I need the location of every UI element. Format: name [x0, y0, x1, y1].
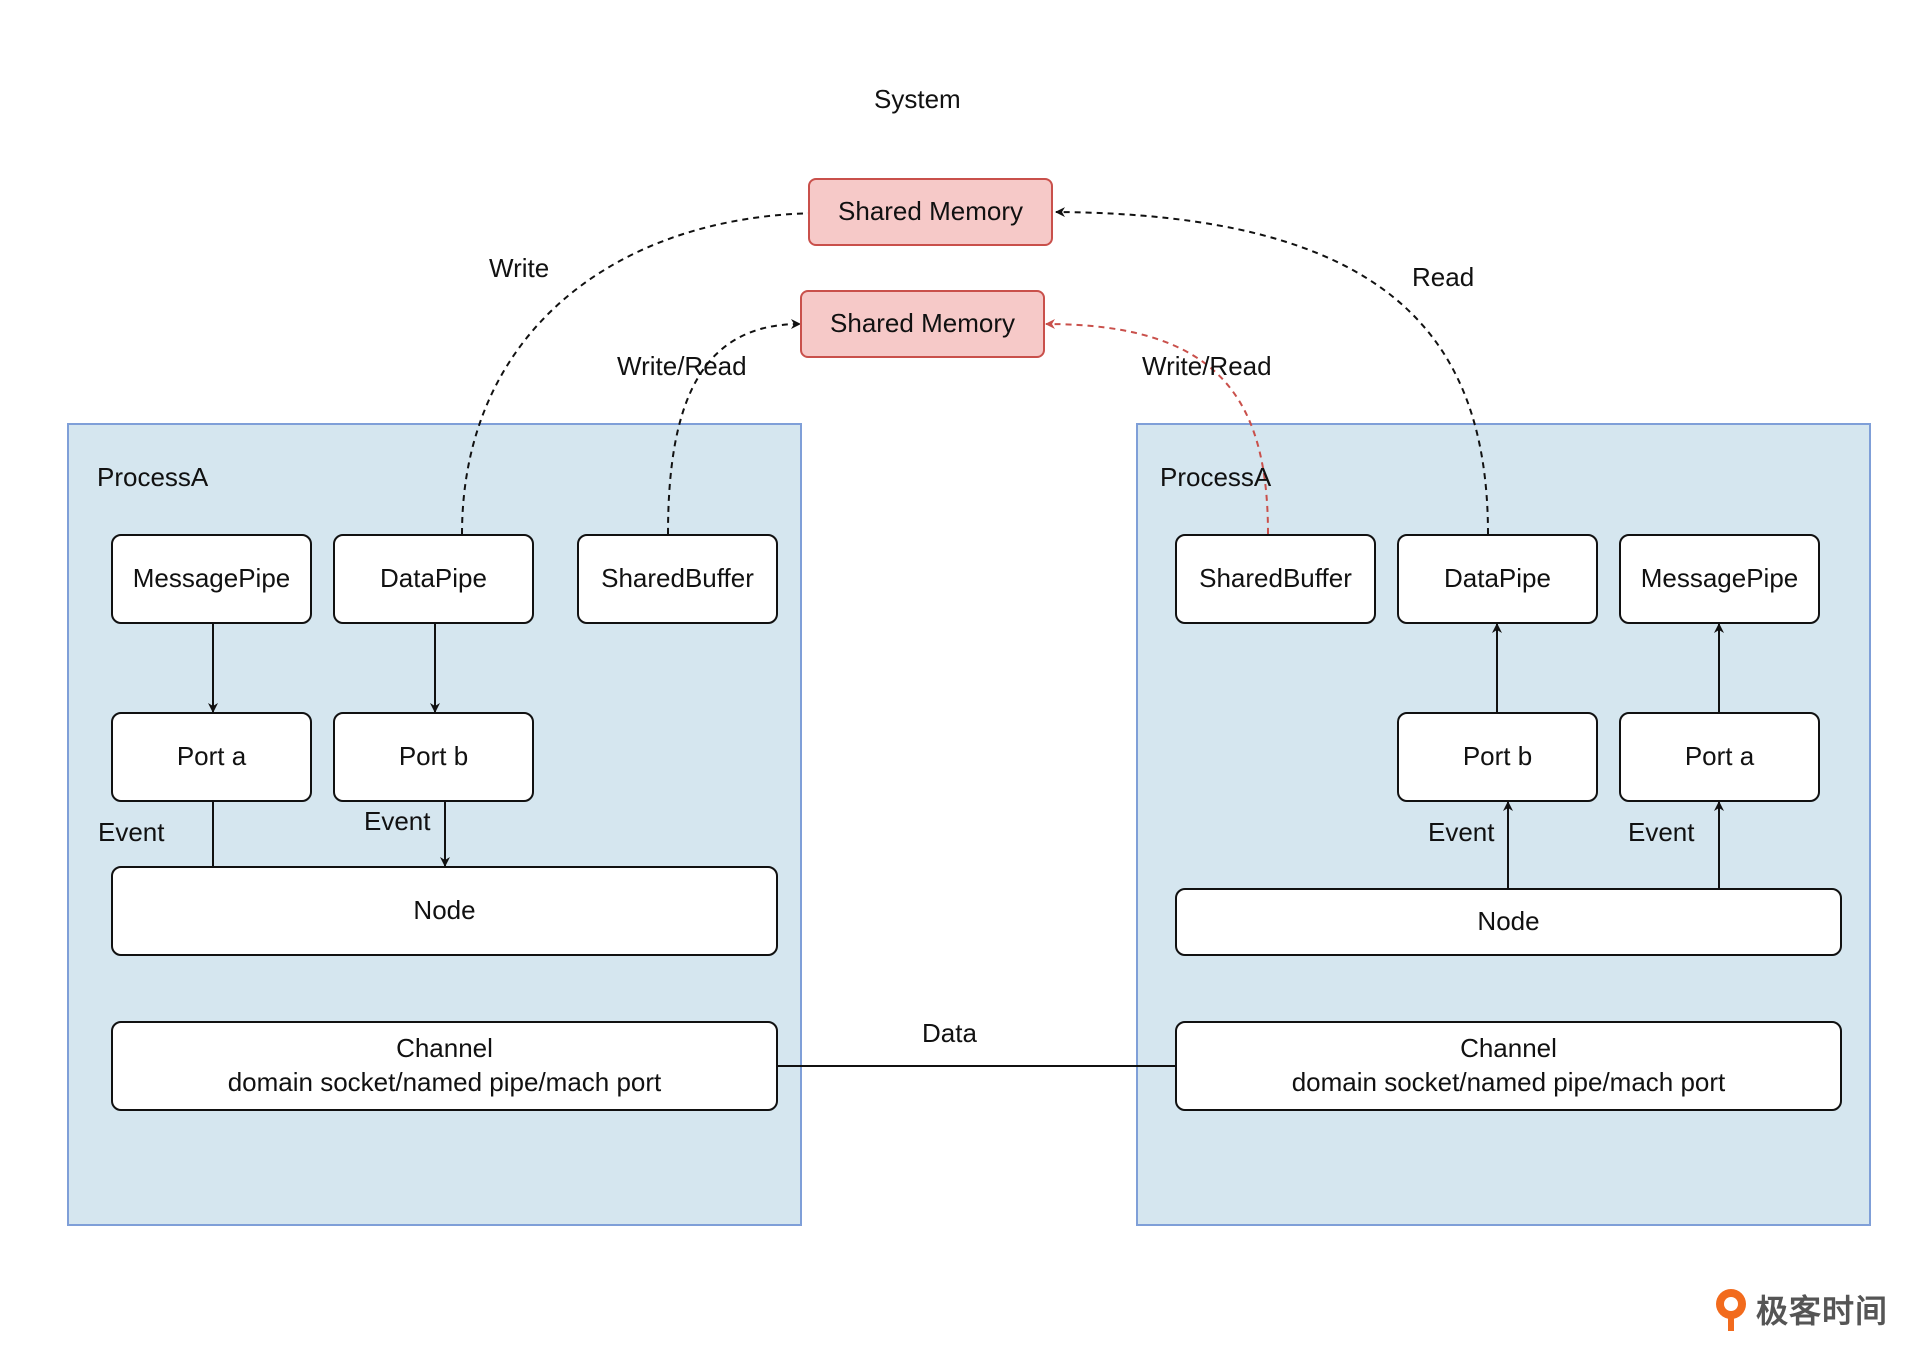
write-read-right-arrow	[1045, 319, 1269, 535]
left-port-a: Port a	[111, 712, 312, 802]
right-event-a-label: Event	[1628, 817, 1695, 847]
right-port-a: Port a	[1619, 712, 1820, 802]
shared-memory-top-label: Shared Memory	[838, 196, 1023, 227]
left-port-b-label: Port b	[398, 741, 469, 772]
left-node: Node	[111, 866, 778, 956]
left-port-a-label: Port a	[176, 741, 247, 772]
right-messagepipe: MessagePipe	[1619, 534, 1820, 624]
right-datapipe-label: DataPipe	[1444, 563, 1551, 594]
left-node-label: Node	[413, 895, 476, 926]
right-datapipe: DataPipe	[1397, 534, 1598, 624]
shared-memory-top: Shared Memory	[808, 178, 1053, 246]
write-read-left-arrow	[667, 319, 801, 535]
right-channel: Channel domain socket/named pipe/mach po…	[1175, 1021, 1842, 1111]
geektime-logo-icon	[1716, 1289, 1746, 1331]
geektime-watermark: 极客时间	[1712, 1286, 1888, 1332]
write-read-left-label: Write/Read	[617, 351, 747, 381]
right-port-b: Port b	[1397, 712, 1598, 802]
write-arrow	[461, 208, 823, 535]
left-datapipe: DataPipe	[333, 534, 534, 624]
read-label: Read	[1412, 262, 1475, 292]
left-event-a-label: Event	[98, 817, 165, 847]
left-channel-subtitle: domain socket/named pipe/mach port	[227, 1067, 662, 1097]
left-sharedbuffer: SharedBuffer	[577, 534, 778, 624]
right-channel-subtitle: domain socket/named pipe/mach port	[1291, 1067, 1726, 1097]
read-arrow	[1055, 207, 1489, 535]
right-node: Node	[1175, 888, 1842, 956]
left-port-b: Port b	[333, 712, 534, 802]
right-messagepipe-label: MessagePipe	[1640, 563, 1799, 594]
shared-memory-middle-label: Shared Memory	[830, 308, 1015, 339]
left-channel-title: Channel	[396, 1033, 493, 1064]
right-process-title: ProcessA	[1160, 462, 1272, 492]
right-channel-title: Channel	[1460, 1033, 1557, 1064]
left-channel: Channel domain socket/named pipe/mach po…	[111, 1021, 778, 1111]
left-messagepipe-label: MessagePipe	[132, 563, 291, 594]
left-process-title: ProcessA	[97, 462, 209, 492]
write-read-right-label: Write/Read	[1142, 351, 1272, 381]
left-datapipe-label: DataPipe	[380, 563, 487, 594]
left-messagepipe: MessagePipe	[111, 534, 312, 624]
right-sharedbuffer: SharedBuffer	[1175, 534, 1376, 624]
write-label: Write	[489, 253, 550, 283]
right-event-b-label: Event	[1428, 817, 1495, 847]
right-node-label: Node	[1477, 906, 1540, 937]
system-label: System	[874, 84, 961, 114]
right-port-a-label: Port a	[1684, 741, 1755, 772]
watermark-text: 极客时间	[1756, 1293, 1889, 1329]
right-port-b-label: Port b	[1462, 741, 1533, 772]
data-link-label: Data	[922, 1018, 977, 1048]
left-event-b-label: Event	[364, 806, 431, 836]
left-sharedbuffer-label: SharedBuffer	[601, 563, 754, 594]
shared-memory-middle: Shared Memory	[800, 290, 1045, 358]
right-sharedbuffer-label: SharedBuffer	[1199, 563, 1352, 594]
